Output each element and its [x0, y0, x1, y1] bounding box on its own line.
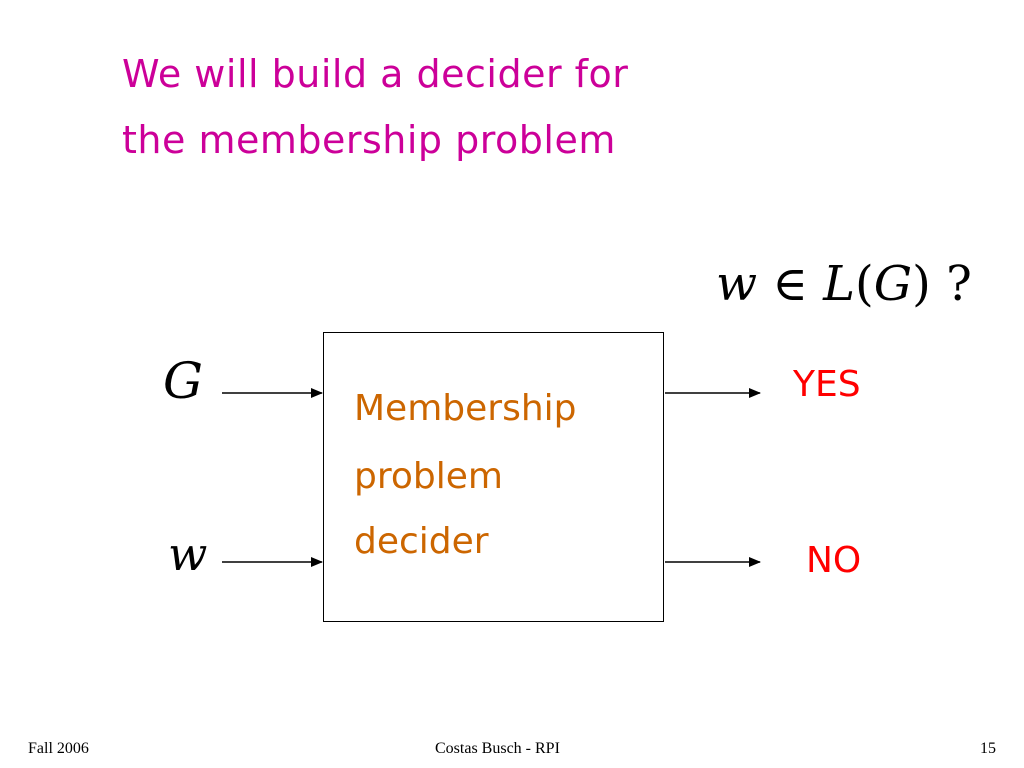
input-grammar-label: G — [163, 352, 203, 410]
question-mark: ? — [930, 256, 972, 312]
title-line-2: the membership problem — [122, 118, 616, 162]
question-element-of: ∈ — [757, 256, 824, 312]
question-G: G — [873, 256, 913, 312]
footer-page-number: 15 — [980, 740, 996, 757]
question-L: L — [823, 256, 856, 312]
membership-question: w ∈ L(G) ? — [716, 256, 972, 312]
decider-box: Membership problem decider — [323, 332, 664, 622]
question-paren-open: ( — [855, 256, 874, 312]
output-yes: YES — [793, 364, 861, 405]
footer-author: Costas Busch - RPI — [435, 740, 560, 757]
title-line-1: We will build a decider for — [122, 52, 629, 96]
input-string-label: w — [168, 527, 208, 581]
question-w: w — [716, 256, 758, 312]
decider-label-line-3: decider — [354, 521, 489, 562]
decider-label-line-2: problem — [354, 456, 503, 497]
output-no: NO — [806, 540, 862, 581]
footer-date: Fall 2006 — [28, 740, 89, 757]
question-paren-close: ) — [912, 256, 931, 312]
decider-label-line-1: Membership — [354, 388, 577, 429]
